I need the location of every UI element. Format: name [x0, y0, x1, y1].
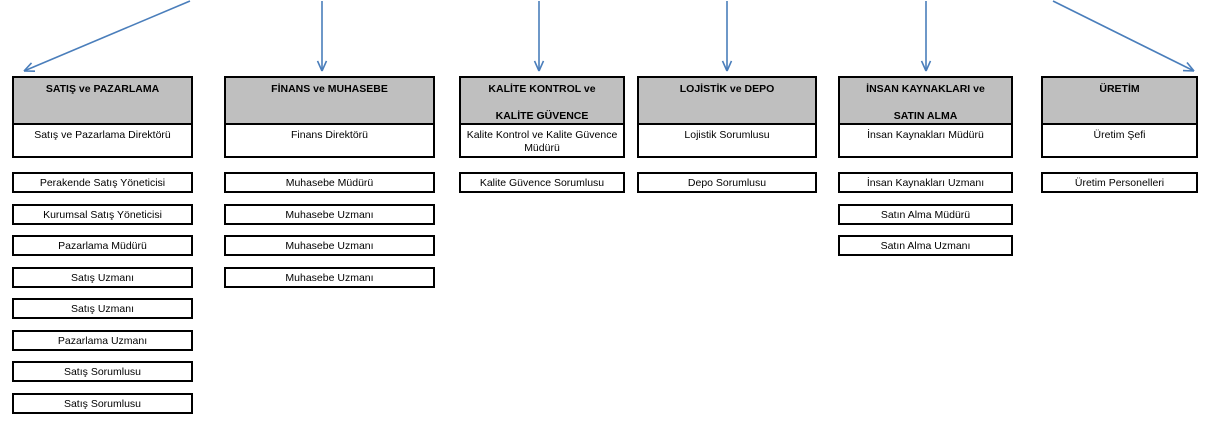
role-box[interactable]: Pazarlama Uzmanı [12, 330, 193, 351]
role-box[interactable]: Muhasebe Uzmanı [224, 204, 435, 225]
dept-title-line1: LOJİSTİK ve DEPO [679, 83, 775, 95]
dept-title-line1: FİNANS ve MUHASEBE [271, 83, 388, 95]
dept-title-line2: KALİTE GÜVENCE [495, 110, 589, 122]
role-label: Üretim Personelleri [1074, 176, 1165, 189]
role-box[interactable]: Satış Sorumlusu [12, 361, 193, 382]
dept-title-uretim: ÜRETİM [1043, 78, 1196, 125]
role-box[interactable]: Satın Alma Müdürü [838, 204, 1013, 225]
dept-title-line1: KALİTE KONTROL ve [488, 83, 596, 95]
dept-director-satis-ve-pazarlama: Satış ve Pazarlama Direktörü [14, 125, 191, 156]
role-box[interactable]: Perakende Satış Yöneticisi [12, 172, 193, 193]
role-box[interactable]: Depo Sorumlusu [637, 172, 817, 193]
dept-title-line1: SATIŞ ve PAZARLAMA [45, 83, 160, 95]
role-box[interactable]: Üretim Personelleri [1041, 172, 1198, 193]
role-box[interactable]: Kalite Güvence Sorumlusu [459, 172, 625, 193]
dept-title-insan-kaynaklari-ve-satin-alma: İNSAN KAYNAKLARI ve SATIN ALMA [840, 78, 1011, 125]
role-label: İnsan Kaynakları Uzmanı [866, 176, 985, 189]
dept-head-box-satis-ve-pazarlama[interactable]: SATIŞ ve PAZARLAMA Satış ve Pazarlama Dir… [12, 76, 193, 158]
dept-title-kalite-kontrol-ve-kalite-guvence: KALİTE KONTROL ve KALİTE GÜVENCE [461, 78, 623, 125]
org-column-kalite-kontrol-ve-kalite-guvence: KALİTE KONTROL ve KALİTE GÜVENCE Kalite Ko… [459, 0, 625, 423]
role-box[interactable]: Kurumsal Satış Yöneticisi [12, 204, 193, 225]
org-column-satis-ve-pazarlama: SATIŞ ve PAZARLAMA Satış ve Pazarlama Dir… [12, 0, 193, 423]
role-box[interactable]: Satış Sorumlusu [12, 393, 193, 414]
role-label: Depo Sorumlusu [687, 176, 767, 189]
dept-director-kalite-kontrol-ve-kalite-guvence: Kalite Kontrol ve Kalite Güvence Müdürü [461, 125, 623, 156]
role-box[interactable]: Muhasebe Uzmanı [224, 235, 435, 256]
role-box[interactable]: İnsan Kaynakları Uzmanı [838, 172, 1013, 193]
dept-director-uretim: Üretim Şefi [1043, 125, 1196, 156]
role-box[interactable]: Satış Uzmanı [12, 298, 193, 319]
dept-title-line1: ÜRETİM [1099, 83, 1140, 95]
role-label: Muhasebe Müdürü [285, 176, 374, 189]
role-label: Muhasebe Uzmanı [285, 208, 374, 221]
dept-title-line2: SATIN ALMA [893, 110, 958, 122]
role-box[interactable]: Satın Alma Uzmanı [838, 235, 1013, 256]
dept-director-insan-kaynaklari-ve-satin-alma: İnsan Kaynakları Müdürü [840, 125, 1011, 156]
role-label: Kalite Güvence Sorumlusu [479, 176, 605, 189]
role-label: Satış Uzmanı [70, 271, 135, 284]
dept-title-lojistik-ve-depo: LOJİSTİK ve DEPO [639, 78, 815, 125]
dept-head-box-finans-ve-muhasebe[interactable]: FİNANS ve MUHASEBE Finans Direktörü [224, 76, 435, 158]
role-label: Satın Alma Müdürü [880, 208, 971, 221]
role-box[interactable]: Satış Uzmanı [12, 267, 193, 288]
role-label: Satış Sorumlusu [63, 397, 142, 410]
dept-head-box-insan-kaynaklari-ve-satin-alma[interactable]: İNSAN KAYNAKLARI ve SATIN ALMA İnsan Kayna… [838, 76, 1013, 158]
role-label: Pazarlama Uzmanı [57, 334, 148, 347]
role-label: Perakende Satış Yöneticisi [39, 176, 166, 189]
role-label: Muhasebe Uzmanı [285, 271, 374, 284]
role-label: Kurumsal Satış Yöneticisi [43, 208, 162, 221]
dept-title-finans-ve-muhasebe: FİNANS ve MUHASEBE [226, 78, 433, 125]
role-label: Satış Sorumlusu [63, 365, 142, 378]
role-box[interactable]: Muhasebe Uzmanı [224, 267, 435, 288]
role-box[interactable]: Pazarlama Müdürü [12, 235, 193, 256]
role-label: Satış Uzmanı [70, 302, 135, 315]
role-label: Pazarlama Müdürü [58, 239, 147, 252]
role-box[interactable]: Muhasebe Müdürü [224, 172, 435, 193]
dept-director-lojistik-ve-depo: Lojistik Sorumlusu [639, 125, 815, 156]
org-column-insan-kaynaklari-ve-satin-alma: İNSAN KAYNAKLARI ve SATIN ALMA İnsan Kayna… [838, 0, 1013, 423]
dept-head-box-kalite-kontrol-ve-kalite-guvence[interactable]: KALİTE KONTROL ve KALİTE GÜVENCE Kalite Ko… [459, 76, 625, 158]
dept-head-box-uretim[interactable]: ÜRETİM Üretim Şefi [1041, 76, 1198, 158]
dept-director-finans-ve-muhasebe: Finans Direktörü [226, 125, 433, 156]
dept-title-satis-ve-pazarlama: SATIŞ ve PAZARLAMA [14, 78, 191, 125]
dept-title-line1: İNSAN KAYNAKLARI ve [866, 83, 985, 95]
role-label: Muhasebe Uzmanı [285, 239, 374, 252]
role-label: Satın Alma Uzmanı [880, 239, 971, 252]
dept-head-box-lojistik-ve-depo[interactable]: LOJİSTİK ve DEPO Lojistik Sorumlusu [637, 76, 817, 158]
